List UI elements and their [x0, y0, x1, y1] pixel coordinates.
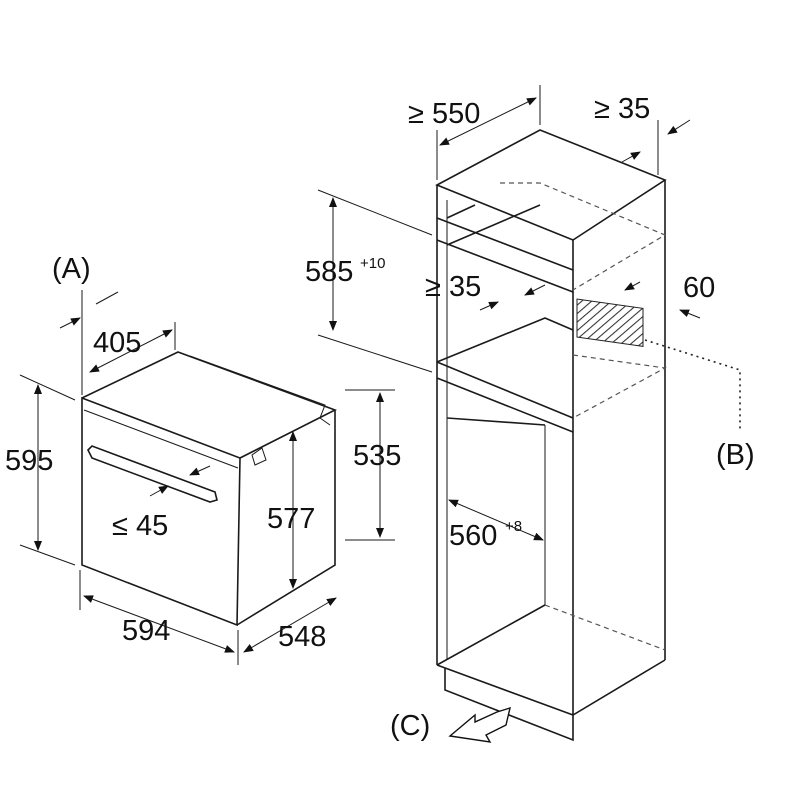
dim-60: 60: [683, 272, 715, 304]
dim-535: 535: [353, 440, 401, 472]
dim-550-line: [439, 97, 537, 146]
dim-405: 405: [93, 327, 141, 359]
dim-handle: ≤ 45: [112, 510, 168, 542]
airflow-arrow-icon: [448, 706, 511, 743]
dim-560: 560: [449, 520, 497, 552]
dim-550: ≥ 550: [408, 98, 480, 130]
cabinet-top: [435, 129, 667, 241]
dim-594: 594: [122, 615, 170, 647]
label-c: (C): [390, 710, 430, 742]
vent-opening: [576, 298, 644, 347]
label-a: (A): [52, 253, 91, 285]
dim-585-tolerance: +10: [360, 255, 385, 272]
dim-594-line: [83, 595, 235, 653]
dim-shelf-35: ≥ 35: [425, 271, 481, 303]
dim-rear-35: ≥ 35: [594, 93, 650, 125]
dim-577: 577: [267, 503, 315, 535]
oven-top-face: [81, 351, 337, 459]
dim-405-line: [89, 329, 173, 373]
dim-595: 595: [5, 445, 53, 477]
oven-handle: [87, 445, 218, 503]
dim-548-line: [243, 597, 337, 653]
cabinet-drawing: [317, 85, 741, 743]
vent-leader: [644, 339, 741, 430]
oven-drawing: [19, 290, 395, 665]
dim-560-line: [448, 499, 544, 541]
label-b: (B): [716, 439, 755, 471]
dim-548: 548: [278, 621, 326, 653]
dim-585: 585: [305, 256, 353, 288]
dim-560-tolerance: +8: [505, 518, 522, 535]
